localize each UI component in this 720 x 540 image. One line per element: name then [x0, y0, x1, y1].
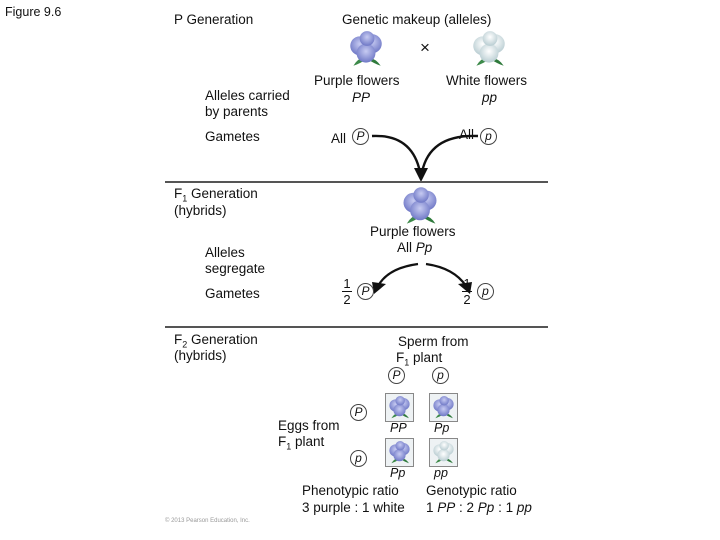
figure-label: Figure 9.6	[5, 5, 62, 19]
alleles-segregate-label-2: segregate	[205, 261, 266, 276]
punnett-cell-PP	[385, 393, 414, 422]
genotype-pp: pp	[434, 466, 448, 480]
copyright-notice: © 2013 Pearson Education, Inc.	[165, 518, 250, 524]
genotype-Pp-bottom: Pp	[390, 466, 406, 480]
by-parents-label: by parents	[205, 104, 269, 119]
f1-gamete-p-circle: p	[477, 283, 494, 300]
f2-generation-title: F2 Generation	[174, 332, 258, 350]
sperm-P-circle: P	[388, 367, 405, 384]
gametes-label-f1: Gametes	[205, 286, 260, 301]
phenotypic-ratio-label: Phenotypic ratio	[302, 483, 399, 498]
punnett-cell-Pp-bottom	[385, 438, 414, 467]
egg-P-circle: P	[350, 404, 367, 421]
purple-alleles: PP	[352, 90, 371, 105]
sperm-from-label: Sperm from	[398, 334, 469, 349]
eggs-from-label: Eggs from	[278, 418, 340, 433]
white-alleles: pp	[482, 90, 498, 105]
sperm-plant-label: F1 plant	[396, 350, 443, 368]
f1-purple-label: Purple flowers	[370, 224, 456, 239]
alleles-carried-label: Alleles carried	[205, 88, 290, 103]
divider-f1	[165, 181, 548, 183]
divider-f2	[165, 326, 548, 328]
purple-flower-icon	[386, 439, 413, 466]
all-label-purple: All	[331, 131, 347, 146]
f1-alleles: All Pp	[397, 240, 433, 255]
sperm-p-circle: p	[432, 367, 449, 384]
f1-hybrids-label: (hybrids)	[174, 203, 227, 218]
egg-p-circle: p	[350, 450, 367, 467]
f2-hybrids-label: (hybrids)	[174, 348, 227, 363]
f1-gamete-P-circle: P	[357, 283, 374, 300]
alleles-segregate-label-1: Alleles	[205, 245, 245, 260]
purple-flowers-label: Purple flowers	[314, 73, 400, 88]
genotypic-ratio-values: 1 PP : 2 Pp : 1 pp	[426, 500, 532, 515]
punnett-cell-pp	[429, 438, 458, 467]
genotypic-ratio-label: Genotypic ratio	[426, 483, 517, 498]
phenotypic-ratio-values: 3 purple : 1 white	[302, 500, 405, 515]
genetic-makeup-title: Genetic makeup (alleles)	[342, 12, 492, 27]
gamete-p-circle: p	[480, 128, 497, 145]
purple-flower-f1-icon	[398, 184, 442, 228]
punnett-cell-Pp-top	[429, 393, 458, 422]
white-flowers-label: White flowers	[446, 73, 528, 88]
eggs-plant-label: F1 plant	[278, 434, 325, 452]
purple-flower-icon	[430, 394, 457, 421]
gamete-P-circle: P	[352, 128, 369, 145]
all-label-white: All	[459, 127, 475, 142]
white-flower-icon	[430, 439, 457, 466]
genotype-Pp-top: Pp	[434, 421, 450, 435]
genotype-PP: PP	[390, 421, 407, 435]
purple-flower-icon	[386, 394, 413, 421]
p-generation-title: P Generation	[174, 12, 254, 27]
cross-symbol: ×	[420, 38, 430, 57]
gametes-label-p: Gametes	[205, 129, 260, 144]
f1-generation-title: F1 Generation	[174, 186, 258, 204]
